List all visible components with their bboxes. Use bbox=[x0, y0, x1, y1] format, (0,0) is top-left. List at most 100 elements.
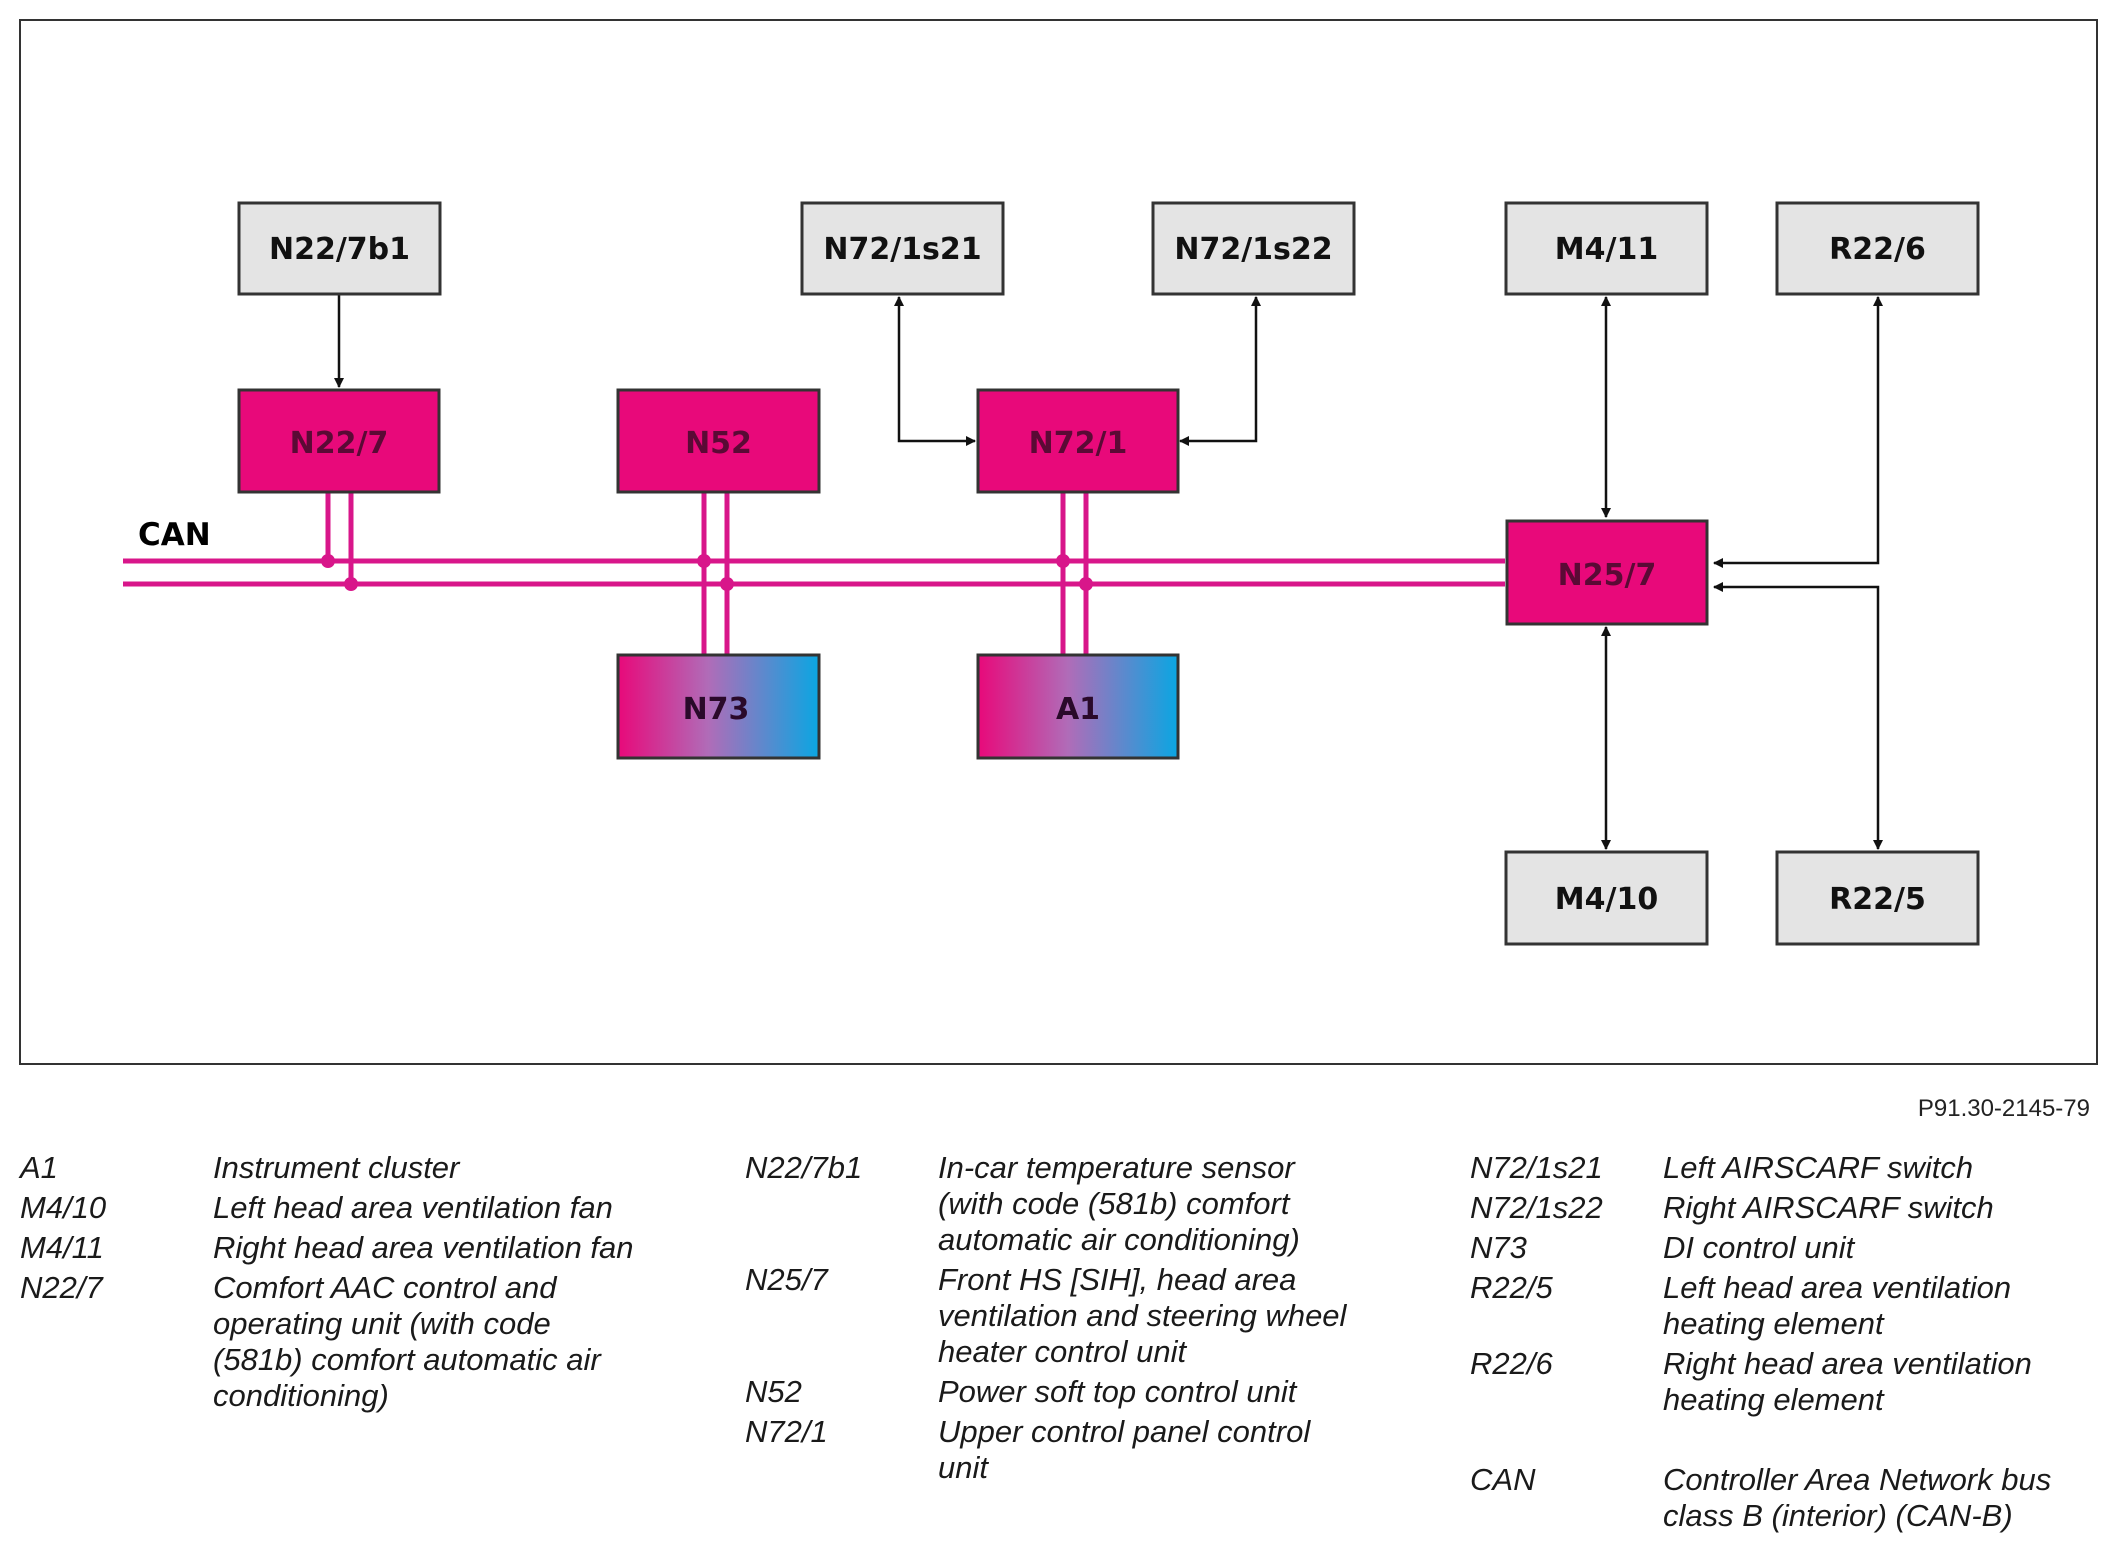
legend-code: A1 bbox=[20, 1150, 58, 1185]
box-n52-label: N52 bbox=[685, 426, 752, 461]
legend-item: N25/7 Front HS [SIH], head area ventilat… bbox=[745, 1262, 1365, 1370]
legend-item: R22/5 Left head area ventilation heating… bbox=[1470, 1270, 2090, 1342]
arrow-n72-1s21-n72-1 bbox=[894, 296, 976, 446]
legend-item: N72/1s22 Right AIRSCARF switch bbox=[1470, 1190, 2090, 1226]
box-n22-7b1-label: N22/7b1 bbox=[269, 232, 410, 267]
signal-arrows bbox=[334, 295, 1883, 850]
legend-desc: Right head area ventilation heating elem… bbox=[1663, 1346, 2032, 1417]
legend-desc: Left head area ventilation heating eleme… bbox=[1663, 1270, 2012, 1341]
legend-desc: Right head area ventilation fan bbox=[213, 1230, 634, 1265]
box-n72-1s22: N72/1s22 bbox=[1151, 201, 1356, 296]
box-r22-6-label: R22/6 bbox=[1829, 232, 1926, 267]
bus-connections bbox=[325, 492, 1089, 655]
legend-desc: Front HS [SIH], head area ventilation an… bbox=[938, 1262, 1347, 1369]
legend-item: N72/1s21 Left AIRSCARF switch bbox=[1470, 1150, 2090, 1186]
box-r22-5: R22/5 bbox=[1775, 850, 1980, 946]
box-m4-10: M4/10 bbox=[1504, 850, 1709, 946]
legend-item: M4/11 Right head area ventilation fan bbox=[20, 1230, 640, 1266]
box-r22-6: R22/6 bbox=[1775, 201, 1980, 296]
box-n73: N73 bbox=[616, 653, 821, 760]
box-r22-6-rect bbox=[1775, 201, 1980, 296]
junction-dot bbox=[720, 577, 734, 591]
can-label: CAN bbox=[138, 517, 211, 553]
box-n52: N52 bbox=[616, 388, 821, 494]
legend-desc: Comfort AAC control and operating unit (… bbox=[213, 1270, 601, 1413]
legend-code: R22/5 bbox=[1470, 1270, 1553, 1305]
box-n25-7: N25/7 bbox=[1505, 519, 1709, 626]
legend-desc: Left head area ventilation fan bbox=[213, 1190, 613, 1225]
box-n22-7-rect bbox=[237, 388, 441, 494]
junction-dot bbox=[1056, 554, 1070, 568]
legend-item: N22/7 Comfort AAC control and operating … bbox=[20, 1270, 640, 1414]
arrow-r22-5-to-n25-7 bbox=[1713, 582, 1883, 850]
legend-spacer bbox=[1470, 1422, 2090, 1462]
junction-dot bbox=[344, 577, 358, 591]
box-m4-11-rect bbox=[1504, 201, 1709, 296]
box-a1: A1 bbox=[976, 653, 1180, 760]
box-a1-label: A1 bbox=[1056, 692, 1100, 727]
box-n72-1s22-rect bbox=[1151, 201, 1356, 296]
legend-code: N25/7 bbox=[745, 1262, 828, 1297]
legend-item: N22/7b1 In-car temperature sensor (with … bbox=[745, 1150, 1365, 1258]
legend-desc: Power soft top control unit bbox=[938, 1374, 1297, 1409]
legend-item: M4/10 Left head area ventilation fan bbox=[20, 1190, 640, 1226]
legend-item: R22/6 Right head area ventilation heatin… bbox=[1470, 1346, 2090, 1418]
box-n22-7-label: N22/7 bbox=[290, 426, 389, 461]
box-n72-1: N72/1 bbox=[976, 388, 1180, 494]
legend-code: N52 bbox=[745, 1374, 802, 1409]
box-m4-11: M4/11 bbox=[1504, 201, 1709, 296]
legend-desc: Instrument cluster bbox=[213, 1150, 460, 1185]
junction-dot bbox=[1079, 577, 1093, 591]
box-n52-rect bbox=[616, 388, 821, 494]
box-n22-7b1: N22/7b1 bbox=[237, 201, 442, 296]
box-n22-7: N22/7 bbox=[237, 388, 441, 494]
box-n22-7b1-rect bbox=[237, 201, 442, 296]
legend-item: N52 Power soft top control unit bbox=[745, 1374, 1365, 1410]
legend-desc: Right AIRSCARF switch bbox=[1663, 1190, 1994, 1225]
junction-dot bbox=[697, 554, 711, 568]
box-n72-1s22-label: N72/1s22 bbox=[1174, 232, 1332, 267]
legend-column-2: N22/7b1 In-car temperature sensor (with … bbox=[745, 1150, 1365, 1490]
legend-desc: Left AIRSCARF switch bbox=[1663, 1150, 1974, 1185]
legend-item: N72/1 Upper control panel control unit bbox=[745, 1414, 1365, 1486]
box-n72-1-label: N72/1 bbox=[1029, 426, 1128, 461]
diagram-frame bbox=[19, 19, 2098, 1065]
box-m4-10-rect bbox=[1504, 850, 1709, 946]
legend-column-3: N72/1s21 Left AIRSCARF switch N72/1s22 R… bbox=[1470, 1150, 2090, 1538]
box-n73-rect bbox=[616, 653, 821, 760]
box-n25-7-label: N25/7 bbox=[1558, 558, 1657, 593]
box-r22-5-label: R22/5 bbox=[1829, 882, 1926, 917]
legend-item: N73 DI control unit bbox=[1470, 1230, 2090, 1266]
legend-item: A1 Instrument cluster bbox=[20, 1150, 640, 1186]
arrow-n72-1s22-n72-1 bbox=[1179, 296, 1261, 446]
figure-id: P91.30-2145-79 bbox=[1917, 1095, 2090, 1122]
box-r22-5-rect bbox=[1775, 850, 1980, 946]
legend-code: N72/1s21 bbox=[1470, 1150, 1603, 1185]
legend-code: N72/1 bbox=[745, 1414, 828, 1449]
junction-dot bbox=[321, 554, 335, 568]
legend-desc: In-car temperature sensor (with code (58… bbox=[938, 1150, 1300, 1257]
box-n72-1s21-label: N72/1s21 bbox=[823, 232, 981, 267]
legend-code: N73 bbox=[1470, 1230, 1527, 1265]
box-n72-1s21-rect bbox=[800, 201, 1005, 296]
can-network-diagram: CAN N22/7b1 N72/1s21 N72/1s22 bbox=[19, 19, 2098, 1065]
box-m4-11-label: M4/11 bbox=[1555, 232, 1658, 267]
box-a1-rect bbox=[976, 653, 1180, 760]
legend-code: N22/7b1 bbox=[745, 1150, 863, 1185]
box-n72-1-rect bbox=[976, 388, 1180, 494]
legend-item: CAN Controller Area Network bus class B … bbox=[1470, 1462, 2090, 1534]
box-m4-10-label: M4/10 bbox=[1555, 882, 1658, 917]
box-n25-7-rect bbox=[1505, 519, 1709, 626]
legend-code: M4/10 bbox=[20, 1190, 107, 1225]
box-n72-1s21: N72/1s21 bbox=[800, 201, 1005, 296]
legend-code: M4/11 bbox=[20, 1230, 104, 1265]
legend-code: N22/7 bbox=[20, 1270, 103, 1305]
bus-junction-dots bbox=[321, 554, 1093, 591]
arrow-r22-6-to-n25-7 bbox=[1713, 296, 1883, 568]
legend-code: N72/1s22 bbox=[1470, 1190, 1603, 1225]
legend-desc: Upper control panel control unit bbox=[938, 1414, 1311, 1485]
box-n73-label: N73 bbox=[683, 692, 750, 727]
legend-desc: Controller Area Network bus class B (int… bbox=[1663, 1462, 2052, 1533]
legend-desc: DI control unit bbox=[1663, 1230, 1855, 1265]
legend-code: CAN bbox=[1470, 1462, 1536, 1497]
